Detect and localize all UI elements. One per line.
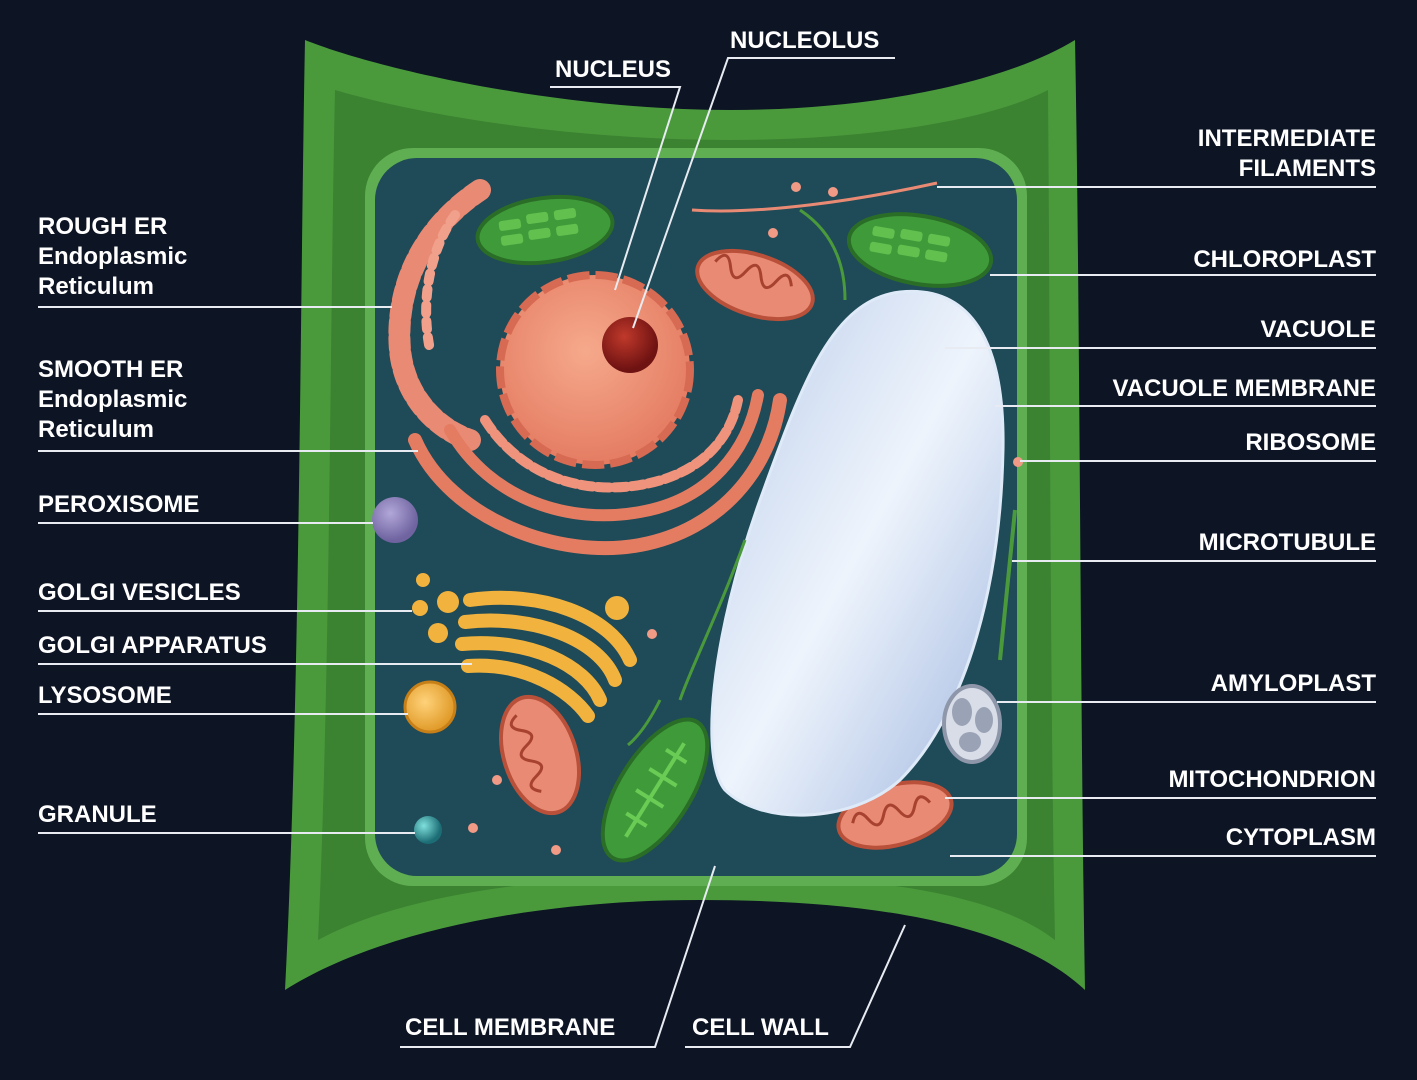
- label-smooth-er-line3: Reticulum: [38, 415, 187, 445]
- label-golgi-vesicles: GOLGI VESICLES: [38, 578, 241, 608]
- label-cell-wall: CELL WALL: [692, 1013, 829, 1043]
- label-microtubule: MICROTUBULE: [1199, 528, 1376, 558]
- label-mitochondrion: MITOCHONDRION: [1168, 765, 1376, 795]
- label-intermediate-filaments-line2: FILAMENTS: [1198, 154, 1376, 184]
- label-amyloplast: AMYLOPLAST: [1211, 669, 1376, 699]
- label-rough-er-line2: Endoplasmic: [38, 242, 187, 272]
- granule-shape: [414, 816, 442, 844]
- nucleolus-shape: [602, 317, 658, 373]
- label-smooth-er-line1: SMOOTH ER: [38, 355, 187, 385]
- label-cell-membrane: CELL MEMBRANE: [405, 1013, 615, 1043]
- label-rough-er-line1: ROUGH ER: [38, 212, 187, 242]
- lysosome-shape: [405, 682, 455, 732]
- label-chloroplast: CHLOROPLAST: [1193, 245, 1376, 275]
- label-vacuole-membrane: VACUOLE MEMBRANE: [1112, 374, 1376, 404]
- label-ribosome: RIBOSOME: [1245, 428, 1376, 458]
- label-rough-er: ROUGH ER Endoplasmic Reticulum: [38, 212, 187, 302]
- label-nucleolus: NUCLEOLUS: [730, 26, 879, 56]
- label-vacuole: VACUOLE: [1260, 315, 1376, 345]
- label-granule: GRANULE: [38, 800, 157, 830]
- nucleus-shape: [500, 275, 690, 465]
- label-lysosome: LYSOSOME: [38, 681, 172, 711]
- label-smooth-er-line2: Endoplasmic: [38, 385, 187, 415]
- label-cytoplasm: CYTOPLASM: [1226, 823, 1376, 853]
- label-rough-er-line3: Reticulum: [38, 272, 187, 302]
- label-peroxisome: PEROXISOME: [38, 490, 199, 520]
- peroxisome-shape: [372, 497, 418, 543]
- label-intermediate-filaments: INTERMEDIATE FILAMENTS: [1198, 124, 1376, 184]
- amyloplast-shape: [944, 686, 1000, 762]
- label-smooth-er: SMOOTH ER Endoplasmic Reticulum: [38, 355, 187, 445]
- label-golgi-apparatus: GOLGI APPARATUS: [38, 631, 267, 661]
- label-intermediate-filaments-line1: INTERMEDIATE: [1198, 124, 1376, 154]
- label-nucleus: NUCLEUS: [555, 55, 671, 85]
